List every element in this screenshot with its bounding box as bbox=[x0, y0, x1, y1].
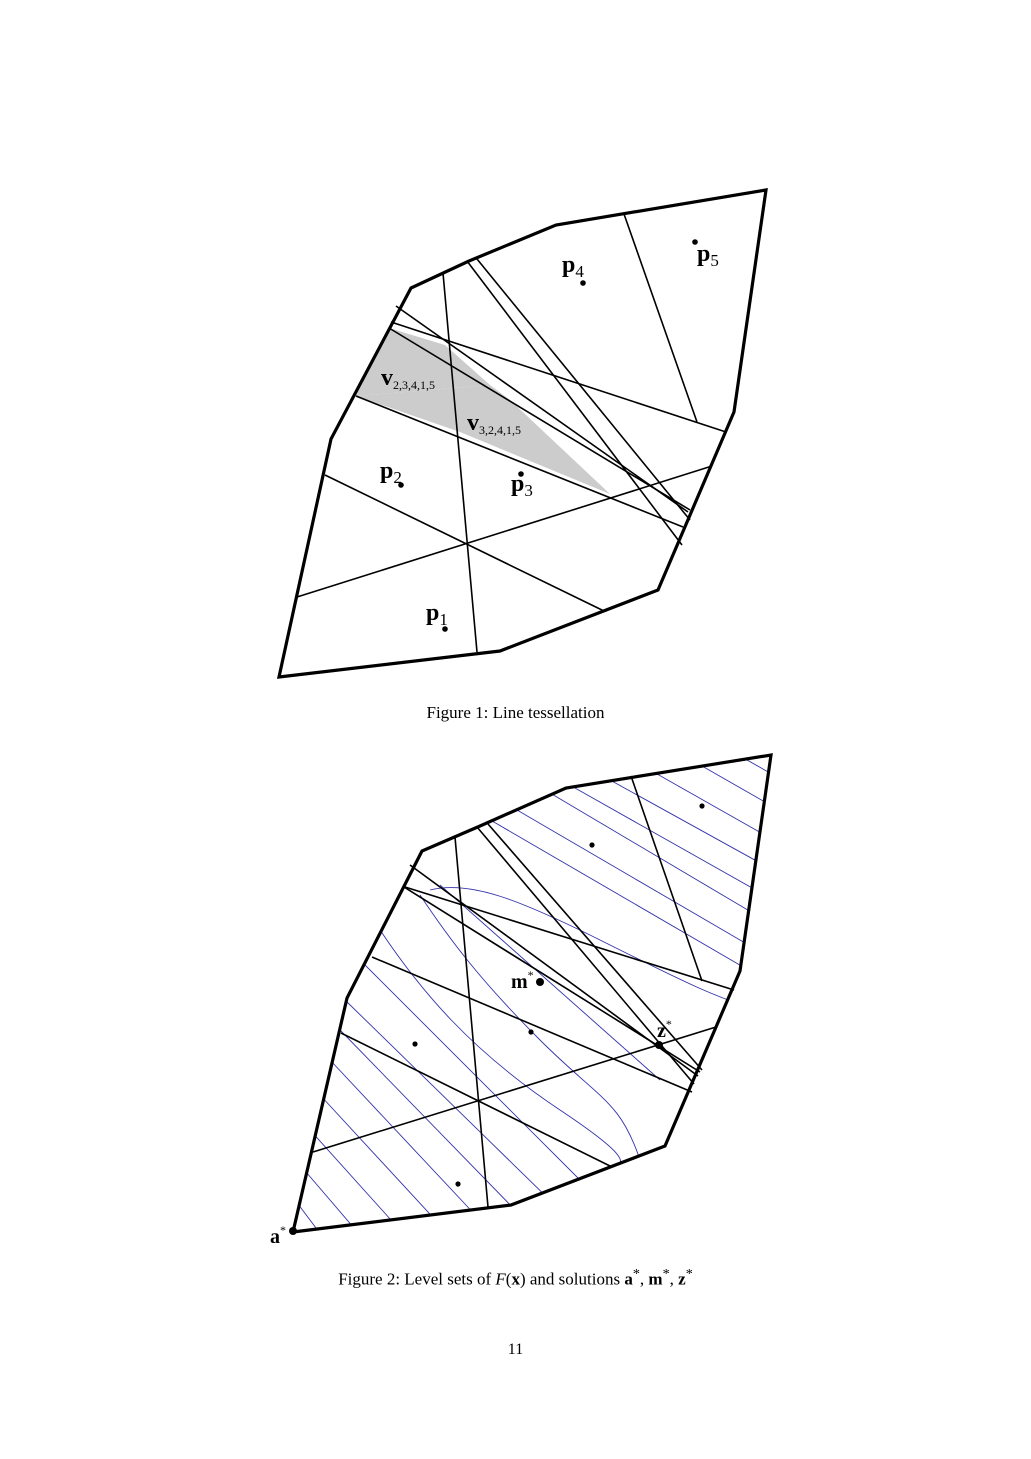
data-points-2 bbox=[412, 803, 705, 1187]
shaded-region-v2 bbox=[356, 328, 490, 396]
caption-m: m bbox=[648, 1269, 663, 1289]
label-p3: p3 bbox=[511, 471, 533, 500]
label-p4: p4 bbox=[562, 252, 584, 281]
caption-mid: and solutions bbox=[525, 1269, 625, 1289]
label-z-star: z* bbox=[657, 1017, 672, 1042]
figure-1-line-tessellation: p1 p2 p3 p4 p5 v2,3,4,1,5 v3,2,4,1,5 bbox=[276, 188, 768, 679]
label-v-2-3-4-1-5: v2,3,4,1,5 bbox=[381, 365, 435, 392]
tessellation-lines bbox=[296, 213, 727, 653]
solution-point-z bbox=[655, 1041, 663, 1049]
label-m-star: m* bbox=[511, 968, 534, 993]
caption-a-star: * bbox=[632, 1266, 640, 1282]
outer-boundary bbox=[276, 188, 768, 679]
shaded-region-v3 bbox=[356, 385, 610, 494]
figure-2-level-sets: a* m* z* bbox=[270, 753, 773, 1248]
label-p5: p5 bbox=[697, 241, 719, 270]
figure-2-caption: Figure 2: Level sets of F(x) and solutio… bbox=[338, 1266, 693, 1289]
caption-m-star: * bbox=[662, 1266, 670, 1282]
caption-z: z bbox=[678, 1269, 686, 1289]
data-points bbox=[398, 239, 698, 632]
page-number: 11 bbox=[507, 1341, 524, 1358]
solution-point-m bbox=[536, 978, 544, 986]
caption-a: a bbox=[624, 1269, 633, 1289]
label-v-3-2-4-1-5: v3,2,4,1,5 bbox=[467, 410, 521, 437]
outer-boundary-2 bbox=[290, 753, 773, 1234]
caption-arg: x bbox=[511, 1269, 520, 1289]
caption-prefix: Figure 2: Level sets of bbox=[338, 1269, 496, 1289]
solution-point-a bbox=[289, 1227, 297, 1235]
label-p2: p2 bbox=[380, 458, 402, 487]
label-a-star: a* bbox=[270, 1223, 286, 1248]
label-p1: p1 bbox=[426, 600, 448, 629]
figure-1-caption: Figure 1: Line tessellation bbox=[426, 703, 605, 722]
level-set-lines bbox=[294, 755, 771, 1232]
tessellation-lines-2 bbox=[312, 775, 735, 1208]
caption-z-star: * bbox=[685, 1266, 693, 1282]
caption-func: F bbox=[495, 1269, 506, 1289]
